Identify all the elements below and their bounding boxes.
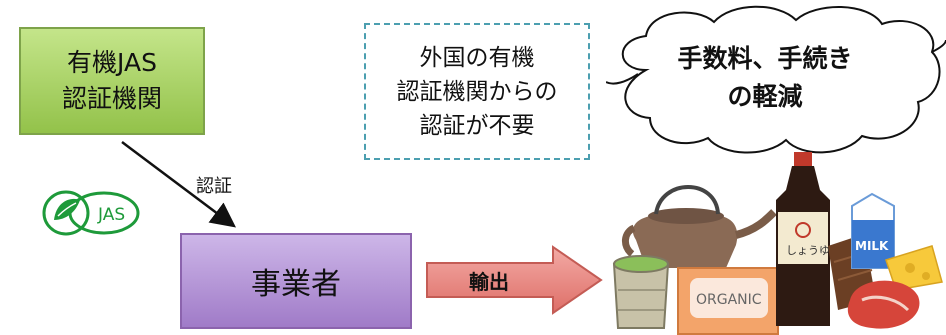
export-label: 輸出: [469, 270, 509, 294]
certification-body-line2: 認証機関: [61, 84, 162, 113]
jas-mark-icon: JAS: [42, 190, 140, 236]
business-operator-box: 事業者: [180, 233, 412, 329]
jas-mark-text: JAS: [97, 205, 125, 225]
certification-body-box: 有機JAS 認証機関: [19, 27, 205, 135]
soy-sauce-label: しょうゆ: [786, 244, 830, 257]
soy-sauce-bottle-icon: しょうゆ: [776, 152, 830, 326]
benefit-line1: 手数料、手続き: [677, 44, 853, 73]
certification-arrow: [121, 141, 236, 228]
export-arrow: 輸出: [426, 245, 603, 315]
organic-box: ORGANIC: [677, 267, 779, 335]
certification-label: 認証: [196, 176, 232, 197]
milk-label: MILK: [855, 239, 889, 253]
cheese-icon: [885, 245, 943, 291]
benefit-cloud: [606, 5, 946, 154]
benefit-line2: の軽減: [727, 82, 803, 111]
certification-body-line1: 有機JAS: [67, 48, 157, 77]
tea-cup-icon: [612, 255, 670, 329]
note-line3: 認証が不要: [419, 112, 535, 139]
organic-label: ORGANIC: [696, 292, 762, 308]
benefit-cloud-text: 手数料、手続き の軽減: [640, 40, 890, 116]
products-illustration: ORGANIC しょうゆ MILK: [612, 152, 943, 335]
note-line2: 認証機関からの: [396, 78, 558, 105]
teapot-icon: [622, 185, 777, 268]
note-box: 外国の有機 認証機関からの 認証が不要: [364, 23, 590, 160]
meat-icon: [847, 280, 920, 329]
milk-carton-icon: MILK: [851, 192, 895, 269]
business-operator-label: 事業者: [251, 267, 341, 302]
note-line1: 外国の有機: [419, 44, 535, 71]
